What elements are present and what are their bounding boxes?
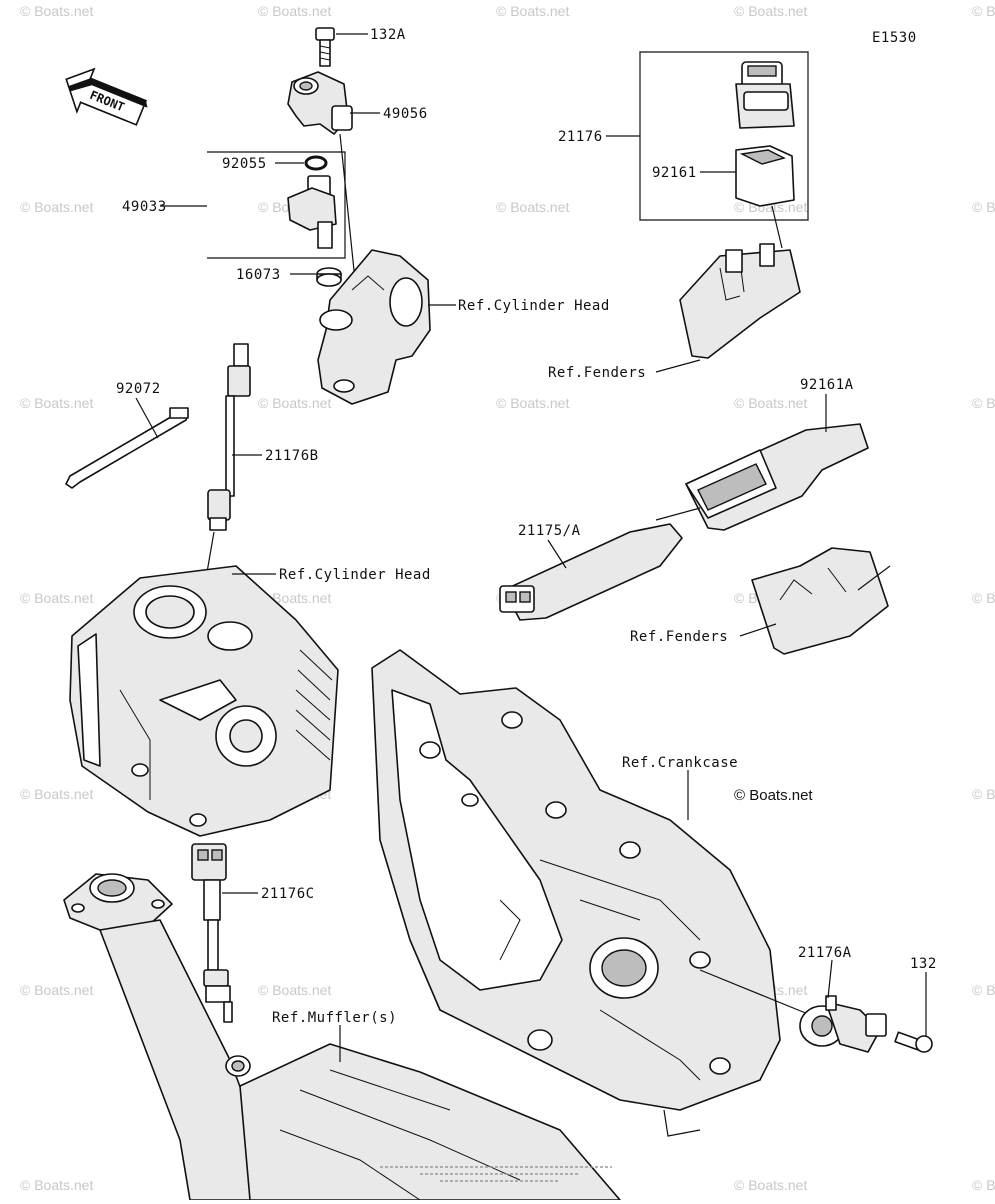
bracket-21176 bbox=[639, 51, 809, 221]
watermark: © Boats.net bbox=[20, 1177, 93, 1193]
watermark: © Boats.net bbox=[258, 395, 331, 411]
rubber-92161A bbox=[685, 423, 869, 531]
watermark: © Boats.net bbox=[734, 395, 807, 411]
front-arrow-icon: FRONT bbox=[65, 67, 148, 126]
relay-21175A bbox=[499, 523, 683, 621]
label-132: 132 bbox=[910, 956, 937, 972]
label-92055: 92055 bbox=[222, 156, 267, 172]
label-92072: 92072 bbox=[116, 381, 161, 397]
watermark: © Boats.net bbox=[972, 3, 995, 19]
sensor-49033-body bbox=[287, 175, 337, 249]
sensor-21176C bbox=[191, 843, 233, 1023]
watermark: © Boats.net bbox=[20, 199, 93, 215]
watermark: © Boats.net bbox=[972, 590, 995, 606]
label-49033: 49033 bbox=[122, 199, 167, 215]
watermark: © Boats.net bbox=[496, 3, 569, 19]
label-ref-cylinder-head-1: Ref.Cylinder Head bbox=[458, 298, 610, 314]
cylinder-head bbox=[69, 565, 339, 837]
label-ref-muffler: Ref.Muffler(s) bbox=[272, 1010, 397, 1026]
oring-92055 bbox=[304, 155, 328, 171]
watermark: © Boats.net bbox=[496, 199, 569, 215]
label-92161A: 92161A bbox=[800, 377, 854, 393]
label-49056: 49056 bbox=[383, 106, 428, 122]
label-ref-fenders-1: Ref.Fenders bbox=[548, 365, 646, 381]
bolt-132A bbox=[315, 27, 335, 67]
watermark: © Boats.net bbox=[496, 395, 569, 411]
watermark: © Boats.net bbox=[972, 786, 995, 802]
watermark: © Boats.net bbox=[972, 199, 995, 215]
relay-21176 bbox=[735, 61, 795, 129]
fender-bracket-2 bbox=[751, 547, 891, 655]
watermark: © Boats.net bbox=[20, 786, 93, 802]
watermark: © Boats.net bbox=[258, 3, 331, 19]
label-21176: 21176 bbox=[558, 129, 603, 145]
label-132A: 132A bbox=[370, 27, 406, 43]
watermark: © Boats.net bbox=[20, 395, 93, 411]
label-92161: 92161 bbox=[652, 165, 697, 181]
footnote-lines bbox=[380, 1166, 612, 1182]
diagram-code: E1530 bbox=[872, 30, 917, 46]
watermark: © Boats.net bbox=[972, 982, 995, 998]
band-92072 bbox=[65, 407, 189, 489]
watermark: © Boats.net bbox=[20, 982, 93, 998]
fender-bracket-1 bbox=[679, 243, 801, 359]
label-16073: 16073 bbox=[236, 267, 281, 283]
label-ref-fenders-2: Ref.Fenders bbox=[630, 629, 728, 645]
cylinder-head-bracket bbox=[317, 249, 431, 405]
watermark: © Boats.net bbox=[734, 3, 807, 19]
label-21175A: 21175/A bbox=[518, 523, 581, 539]
crankcase bbox=[371, 649, 781, 1137]
label-ref-crankcase: Ref.Crankcase bbox=[622, 755, 738, 771]
rubber-92161 bbox=[735, 145, 795, 207]
exhaust-pipe bbox=[63, 873, 261, 1201]
label-ref-cylinder-head-2: Ref.Cylinder Head bbox=[279, 567, 431, 583]
label-21176B: 21176B bbox=[265, 448, 319, 464]
watermark: © Boats.net bbox=[972, 395, 995, 411]
watermark: © Boats.net bbox=[20, 3, 93, 19]
copyright-notice: © Boats.net bbox=[734, 787, 813, 804]
bolt-132 bbox=[894, 1031, 933, 1053]
watermark: © Boats.net bbox=[972, 1177, 995, 1193]
bracket-49033 bbox=[207, 151, 346, 259]
gasket-ring bbox=[225, 1055, 251, 1077]
watermark: © Boats.net bbox=[258, 982, 331, 998]
washer-16073 bbox=[316, 267, 342, 287]
label-21176C: 21176C bbox=[261, 886, 315, 902]
watermark: © Boats.net bbox=[20, 590, 93, 606]
sensor-49056 bbox=[287, 71, 353, 135]
sensor-21176A bbox=[799, 995, 887, 1053]
sensor-21176B bbox=[207, 343, 251, 531]
label-21176A: 21176A bbox=[798, 945, 852, 961]
watermark: © Boats.net bbox=[734, 1177, 807, 1193]
